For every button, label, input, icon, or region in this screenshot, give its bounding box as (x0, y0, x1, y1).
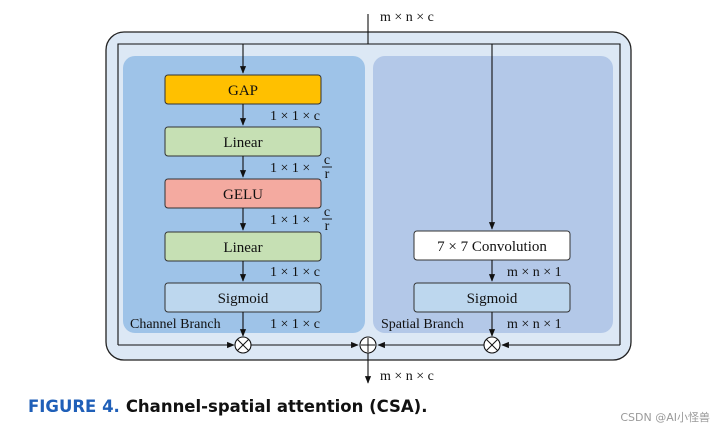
channel-multiply-x2 (237, 339, 249, 351)
spatial-sigmoid-label: Sigmoid (467, 291, 518, 307)
frac2-num: c (324, 205, 330, 220)
spatial-branch-label: Spatial Branch (381, 317, 464, 332)
linear2-label: Linear (223, 240, 262, 256)
dim-after-linear2: 1 × 1 × c (270, 265, 320, 280)
watermark: CSDN @AI小怪兽 (620, 411, 710, 424)
output-dim-label: m × n × c (380, 369, 434, 384)
dim-after-spatial-sigmoid: m × n × 1 (507, 317, 562, 332)
channel-branch-label: Channel Branch (130, 317, 221, 332)
spatial-multiply-x2 (486, 339, 498, 351)
conv-label: 7 × 7 Convolution (437, 239, 547, 255)
frac2-den: r (325, 219, 330, 234)
gelu-label: GELU (223, 187, 263, 203)
dim-after-gelu: 1 × 1 × (270, 213, 310, 228)
figure-caption: FIGURE 4. Channel-spatial attention (CSA)… (28, 397, 428, 416)
linear1-label: Linear (223, 135, 262, 151)
skip-loop-line (117, 43, 368, 345)
frac1-num: c (324, 153, 330, 168)
dim-after-conv: m × n × 1 (507, 265, 562, 280)
input-dim-label: m × n × c (380, 10, 434, 25)
skip-loop-line-right (368, 43, 621, 345)
figure-caption-text: Channel-spatial attention (CSA). (125, 397, 428, 416)
frac1-den: r (325, 167, 330, 182)
channel-sigmoid-label: Sigmoid (218, 291, 269, 307)
spatial-branch-panel (373, 56, 613, 333)
dim-after-channel-sigmoid: 1 × 1 × c (270, 317, 320, 332)
dim-after-gap: 1 × 1 × c (270, 109, 320, 124)
dim-after-linear1: 1 × 1 × (270, 161, 310, 176)
gap-label: GAP (228, 83, 258, 99)
figure-label: FIGURE 4. (28, 397, 120, 416)
